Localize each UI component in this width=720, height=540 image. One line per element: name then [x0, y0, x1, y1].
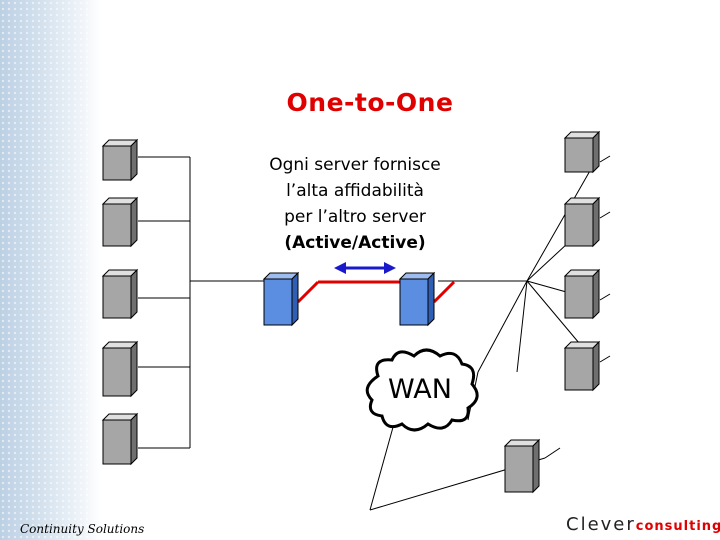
description-line: per l’altro server — [284, 207, 426, 227]
client-machine — [563, 340, 601, 392]
description-line-mode: (Active/Active) — [284, 233, 426, 253]
right-network-lines — [369, 155, 611, 511]
client-machine — [563, 268, 601, 320]
client-machine — [101, 268, 139, 320]
slide-description: Ogni server fornisce l’alta affidabilità… — [230, 152, 480, 256]
logo-accent-text: consulting — [635, 519, 720, 534]
wan-label: WAN — [388, 374, 452, 405]
client-machine — [563, 196, 601, 248]
client-machine — [101, 340, 139, 398]
footer-tagline: Continuity Solutions — [20, 522, 145, 536]
wan-cloud — [365, 348, 479, 432]
server-red-links — [296, 280, 456, 304]
left-client-machines — [101, 138, 139, 466]
server-left — [262, 271, 300, 327]
client-machine — [101, 196, 139, 248]
client-machine — [503, 438, 541, 494]
client-machine — [101, 138, 139, 182]
company-logo: Cleverconsulting — [566, 514, 720, 535]
sidebar-dot-pattern — [0, 0, 90, 540]
left-network-lines — [138, 156, 265, 449]
description-line: Ogni server fornisce — [269, 155, 441, 175]
logo-main-text: Clever — [566, 514, 636, 535]
slide-title: One-to-One — [286, 88, 454, 117]
server-right — [398, 271, 436, 327]
description-line: l’alta affidabilità — [286, 181, 424, 201]
sidebar-decoration — [0, 0, 100, 540]
client-machine — [101, 412, 139, 466]
client-machine — [563, 130, 601, 174]
right-client-machines — [503, 130, 601, 494]
